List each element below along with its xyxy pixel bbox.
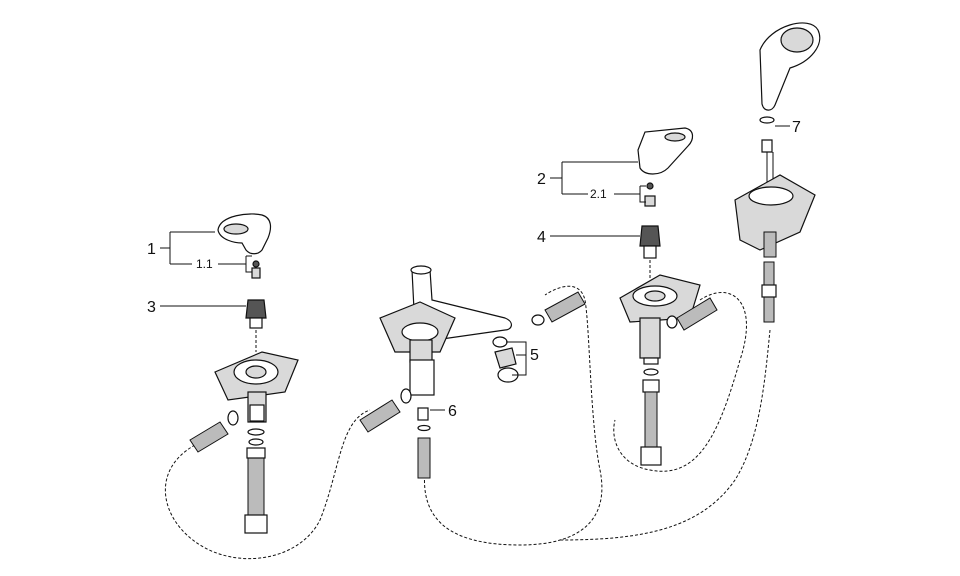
part-6 [417, 407, 429, 421]
callout-6: 6 [430, 403, 457, 420]
right-valve-assembly [619, 127, 718, 466]
right-hose-connector [676, 297, 718, 331]
callout-1-1: 1.1 [196, 255, 252, 273]
callout-label-2: 2 [537, 171, 546, 188]
callout-7: 7 [775, 119, 801, 136]
spout-body-lower [409, 359, 435, 396]
callout-label-4: 4 [537, 229, 546, 246]
callout-4: 4 [537, 229, 640, 246]
callout-2-1: 2.1 [590, 185, 646, 203]
spout-assembly [359, 265, 512, 479]
left-hose-connector [189, 421, 229, 453]
hose-loop-handshower [559, 329, 771, 541]
left-screw-1-1 [252, 260, 260, 268]
hose-loop-middle [423, 285, 603, 546]
callout-2: 2 [537, 161, 638, 195]
callout-label-7: 7 [792, 119, 801, 136]
callout-3: 3 [147, 299, 246, 316]
left-cap [251, 267, 261, 279]
callout-1: 1 [147, 231, 215, 265]
hose-loop-left [164, 409, 371, 560]
spout-hose-connector [359, 399, 401, 433]
callout-label-1: 1 [147, 241, 156, 258]
callout-label-1-1: 1.1 [196, 257, 213, 271]
left-valve-assembly [189, 213, 299, 534]
hand-shower-assembly [734, 22, 821, 323]
shower-washer-7 [759, 116, 775, 124]
left-handle [217, 213, 272, 255]
part-5-fittings [492, 291, 586, 383]
callout-label-2-1: 2.1 [590, 187, 607, 201]
callout-label-5: 5 [530, 347, 539, 364]
right-screw-2-1 [646, 182, 654, 190]
right-cartridge-4 [639, 225, 661, 247]
callout-label-3: 3 [147, 299, 156, 316]
callout-label-6: 6 [448, 403, 457, 420]
callout-5: 5 [506, 341, 539, 376]
hose-loop-right [613, 292, 747, 472]
left-cartridge-3 [245, 299, 267, 319]
